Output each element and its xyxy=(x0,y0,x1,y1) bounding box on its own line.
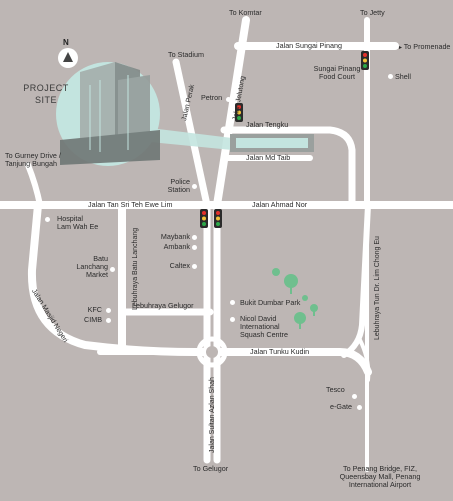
landmark-nicol-david-squash-centre: Nicol David International Squash Centre xyxy=(240,314,288,339)
label-road-sultan-azlan-shah: Jalan Sultan Azlan Shah xyxy=(209,377,216,453)
landmark-dot xyxy=(45,217,50,222)
label-road-sungai-pinang: Jalan Sungai Pinang xyxy=(276,41,342,50)
landmark-dot xyxy=(226,97,231,102)
road-jalan-tengku xyxy=(220,126,356,209)
landmark-maybank: Maybank xyxy=(160,232,190,241)
landmark-dot xyxy=(192,245,197,250)
landmark-cimb: CIMB xyxy=(84,315,102,324)
label-road-tengku: Jalan Tengku xyxy=(246,120,289,129)
label-to-jetty: To Jetty xyxy=(360,8,385,17)
label-road-md-taib: Jalan Md Taib xyxy=(246,153,291,162)
label-to-stadium: To Stadium xyxy=(168,50,204,59)
park-tree-icons xyxy=(272,268,318,329)
label-road-tunku-kudin: Jalan Tunku Kudin xyxy=(250,347,310,356)
landmark-dot xyxy=(192,264,197,269)
label-to-promenade: ▸ To Promenade xyxy=(399,42,451,52)
label-road-tan-sri: Jalan Tan Sri Teh Ewe Lim xyxy=(88,200,173,209)
landmark-shell: Shell xyxy=(395,72,411,81)
project-site-label: PROJECT SITE xyxy=(23,83,69,105)
label-road-batu-lanchang: Lebuhraya Batu Lanchang xyxy=(132,227,139,310)
landmark-dot xyxy=(106,308,111,313)
road-tun-dr-lim-lower-a xyxy=(341,202,371,358)
landmark-tesco: Tesco xyxy=(326,385,345,394)
landmark-kfc: KFC xyxy=(87,305,102,314)
label-to-gelugor: To Gelugor xyxy=(193,464,229,473)
road-to-gurney xyxy=(25,162,43,208)
landmark-ambank: Ambank xyxy=(163,242,190,251)
label-to-gurney: To Gurney Drive / Tanjung Bungah xyxy=(5,151,61,168)
site-pointer xyxy=(150,128,232,150)
landmark-dot xyxy=(110,267,115,272)
landmark-dot xyxy=(230,300,235,305)
landmark-batu-lanchang-market: Batu Lanchang Market xyxy=(76,254,108,279)
landmark-dot xyxy=(192,235,197,240)
traffic-light-icon xyxy=(214,209,222,228)
label-to-penang-bridge: To Penang Bridge, FIZ, Queensbay Mall, P… xyxy=(339,464,421,489)
landmark-dot xyxy=(230,317,235,322)
road-jalan-tunku-kudin xyxy=(191,348,372,376)
traffic-light-icon xyxy=(200,209,208,228)
project-site-building xyxy=(60,62,160,165)
landmark-dot xyxy=(388,74,393,79)
label-to-komtar: To Komtar xyxy=(229,8,262,17)
label-road-tun-dr-lim: Lebuhraya Tun Dr. Lim Chong Eu xyxy=(374,236,381,340)
landmark-police-station: Police Station xyxy=(167,177,190,194)
landmark-petron: Petron xyxy=(201,93,223,102)
landmark-dot xyxy=(352,394,357,399)
landmark-hospital: Hospital Lam Wah Ee xyxy=(57,214,99,231)
traffic-light-icon xyxy=(361,51,369,70)
roundabout xyxy=(196,336,228,368)
landmark-dot xyxy=(192,184,197,189)
label-road-ahmad-nor: Jalan Ahmad Nor xyxy=(252,200,308,209)
road-tun-dr-lim-branch xyxy=(358,338,371,382)
compass-letter: N xyxy=(63,38,69,47)
road-to-komtar xyxy=(213,16,250,209)
landmark-bukit-dumbar-park: Bukit Dumbar Park xyxy=(240,298,301,307)
landmark-sungai-pinang-food-court: Sungai Pinang Food Court xyxy=(313,64,361,81)
label-road-gelugor: Lebuhraya Gelugor xyxy=(132,301,194,310)
landmark-dot xyxy=(357,405,362,410)
landmark-dot xyxy=(106,318,111,323)
landmark-e-gate: e-Gate xyxy=(330,402,352,411)
landmark-caltex: Caltex xyxy=(169,261,190,270)
traffic-light-icon xyxy=(235,103,243,122)
